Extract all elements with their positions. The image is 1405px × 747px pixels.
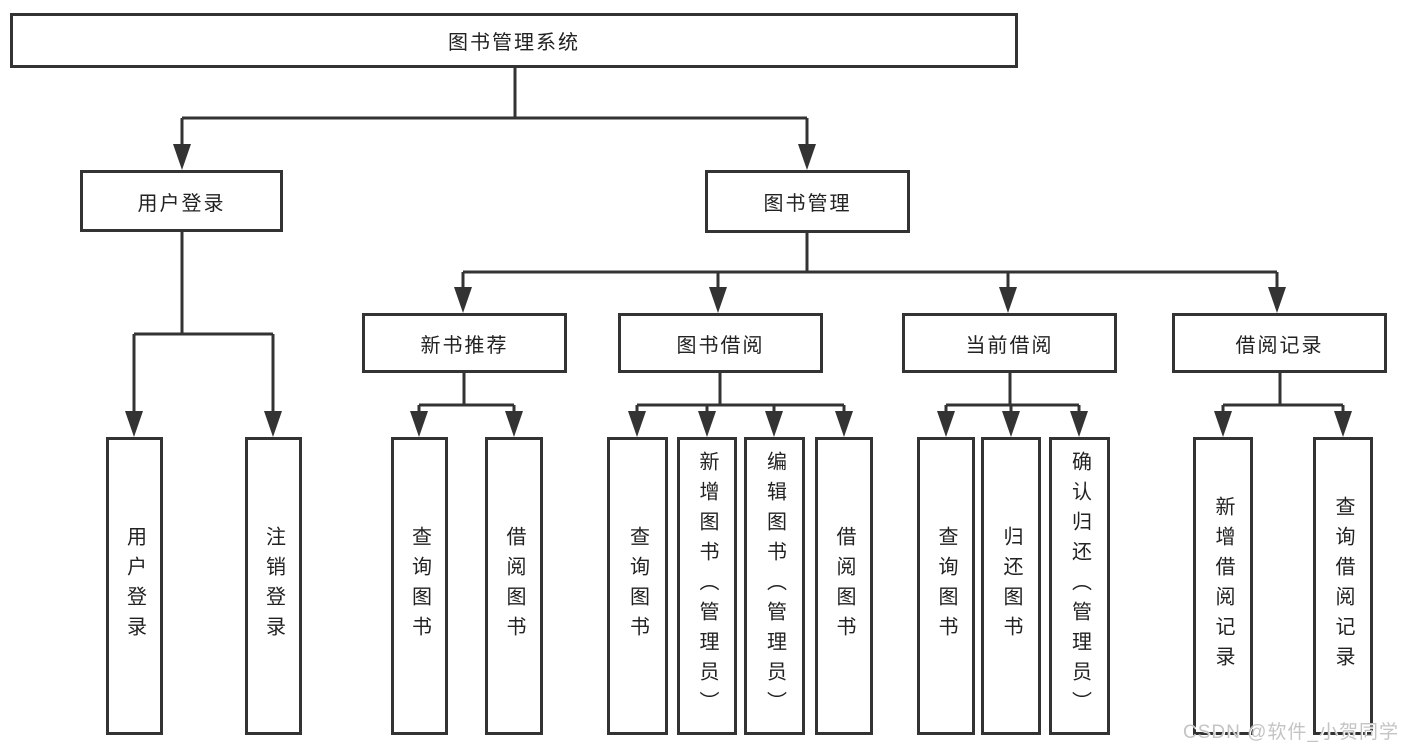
arrowhead [765,411,783,437]
arrowhead [999,287,1017,313]
node-label: 确认归还（管理员） [1068,451,1091,721]
node-library-management-system: 图书管理系统 [10,13,1018,68]
leaf-borrow-books: 借阅图书 [815,437,873,735]
node-label: 归还图书 [1000,526,1022,646]
node-borrowing-records: 借阅记录 [1172,313,1387,373]
node-label: 新增借阅记录 [1212,496,1234,676]
node-label: 图书管理 [763,193,852,215]
arrowhead [1214,411,1232,437]
node-user-login-branch: 用户登录 [80,170,283,232]
node-label: 图书借阅 [676,334,765,357]
leaf-query-books-recommend: 查询图书 [391,437,448,735]
node-label: 编辑图书（管理员） [763,451,786,721]
arrowhead [173,144,191,170]
node-label: 新书推荐 [420,334,509,357]
node-label: 查询借阅记录 [1332,496,1354,676]
arrowhead [1334,411,1352,437]
node-label: 借阅记录 [1235,334,1324,357]
node-new-book-recommendation: 新书推荐 [362,313,567,373]
leaf-user-login: 用户登录 [106,437,163,735]
arrowhead [628,411,646,437]
arrowhead [709,287,727,313]
node-label: 查询图书 [408,526,431,646]
node-label: 查询图书 [626,526,649,646]
leaf-confirm-return-admin: 确认归还（管理员） [1049,437,1110,735]
node-label: 借阅图书 [503,526,525,646]
arrowhead [1070,411,1088,437]
node-current-borrowing: 当前借阅 [902,313,1117,373]
arrowhead [454,287,472,313]
node-label: 用户登录 [123,526,146,646]
node-label: 图书管理系统 [448,32,580,54]
arrowhead [1268,287,1286,313]
arrowhead [410,411,428,437]
leaf-query-books-current: 查询图书 [917,437,975,735]
leaf-query-borrow-record: 查询借阅记录 [1313,437,1373,735]
arrowhead [835,411,853,437]
arrowhead [937,411,955,437]
leaf-add-borrow-record: 新增借阅记录 [1193,437,1253,735]
node-book-management: 图书管理 [705,170,910,233]
node-label: 用户登录 [137,192,226,215]
arrowhead [798,144,816,170]
arrowhead [264,411,282,437]
node-label: 新增图书（管理员） [696,451,718,721]
leaf-query-books-borrow: 查询图书 [607,437,668,735]
arrowhead [505,411,523,437]
leaf-borrow-books-recommend: 借阅图书 [485,437,543,735]
node-book-borrowing: 图书借阅 [618,313,823,373]
arrowhead [698,411,716,437]
leaf-return-books: 归还图书 [981,437,1041,735]
arrowhead [1002,411,1020,437]
node-label: 查询图书 [935,526,957,646]
leaf-edit-books-admin: 编辑图书（管理员） [744,437,805,735]
arrowhead [125,411,143,437]
node-label: 借阅图书 [833,526,855,646]
leaf-add-books-admin: 新增图书（管理员） [677,437,737,735]
node-label: 注销登录 [262,526,285,646]
leaf-logout: 注销登录 [245,437,302,735]
csdn-watermark: CSDN @软件_小贺同学 [1183,722,1399,743]
node-label: 当前借阅 [965,334,1054,357]
